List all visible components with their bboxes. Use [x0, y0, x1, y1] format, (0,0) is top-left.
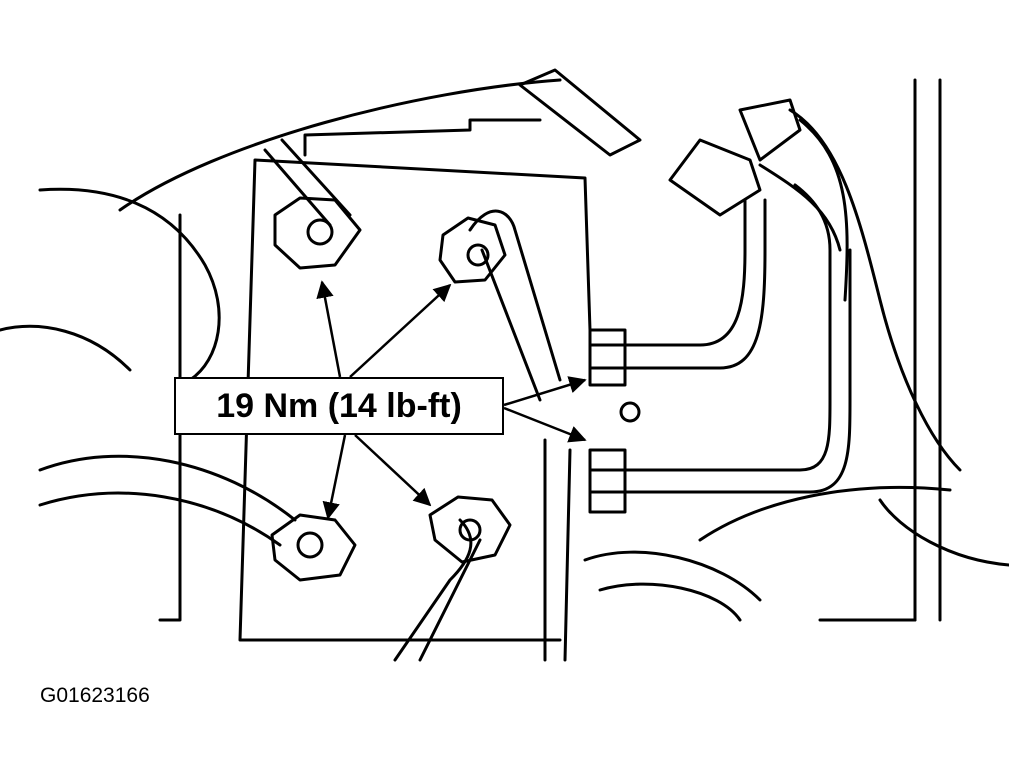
wire-harness-2 [798, 118, 849, 302]
brake-line-upper-right [623, 198, 767, 370]
brake-tube-upper-center [468, 209, 562, 402]
wire-harness-1 [788, 108, 962, 472]
inlet-hole-lower-left [296, 531, 324, 559]
brake-tube-lower-left [38, 454, 297, 547]
leader-arrow-upper-center [349, 283, 452, 378]
figure-id: G01623166 [40, 684, 150, 707]
leader-arrow-upper-fitting [503, 376, 587, 407]
left-body-lower [0, 324, 132, 372]
leader-arrow-upper-left [316, 280, 342, 378]
tube-nut-upper-right [588, 328, 627, 387]
lower-hose [583, 550, 762, 622]
leader-arrow-lower-left [322, 434, 347, 520]
leader-arrow-lower-fitting [503, 406, 587, 443]
electrical-connector [668, 138, 762, 217]
inlet-hole-upper-center [466, 243, 490, 267]
inlet-hex-upper-center [438, 216, 507, 284]
lower-right-housing [698, 485, 952, 622]
left-body-outline [38, 187, 221, 382]
center-vertical-tube [543, 438, 572, 662]
bracket-upper-right [518, 68, 642, 157]
brake-line-lower-right [623, 183, 852, 494]
torque-callout: 19 Nm (14 lb-ft) [174, 377, 504, 435]
inlet-hex-lower-center [428, 495, 512, 564]
port-hole [619, 401, 641, 423]
inlet-hole-lower-center [458, 518, 482, 542]
tube-nut-lower-right [588, 448, 627, 514]
lower-right-bolt [878, 498, 1009, 567]
housing-step-left [158, 213, 182, 622]
connector-body [738, 98, 802, 162]
inlet-hex-lower-left [270, 513, 357, 582]
inlet-hole-upper-left [306, 218, 334, 246]
plate-top-ledge [303, 118, 542, 157]
leader-arrow-lower-center [354, 434, 432, 507]
housing-outline-upper [118, 78, 562, 212]
mounting-plate [238, 158, 592, 642]
inlet-hex-upper-left [273, 196, 362, 270]
